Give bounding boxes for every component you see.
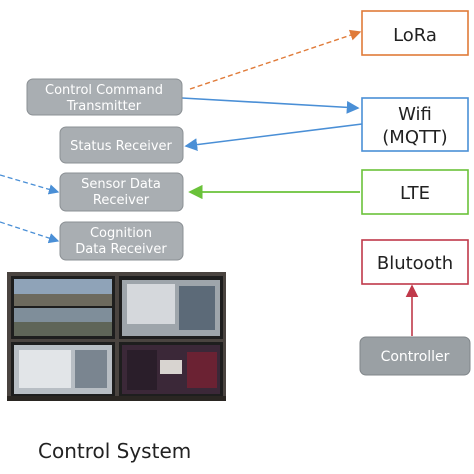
channel-bluetooth: Blutooth <box>361 239 469 285</box>
control-system-photo <box>7 272 226 401</box>
monitors-illustration <box>7 272 226 401</box>
channel-lte: LTE <box>361 169 469 215</box>
channel-wifi: Wifi (MQTT) <box>361 97 469 152</box>
bluetooth-label: Blutooth <box>377 253 453 274</box>
wifi-line1: Wifi <box>398 104 432 125</box>
arrow-control-to-lora <box>189 29 362 90</box>
control-command-line2: Transmitter <box>66 99 142 114</box>
sensor-data-line2: Receiver <box>93 193 150 208</box>
lte-label: LTE <box>400 183 430 204</box>
module-status-receiver: Status Receiver <box>59 126 184 164</box>
wifi-line2: (MQTT) <box>382 127 447 148</box>
channel-lora: LoRa <box>361 10 469 56</box>
module-control-command-transmitter: Control Command Transmitter <box>26 78 183 116</box>
module-cognition-data-receiver: Cognition Data Receiver <box>59 221 184 261</box>
lora-label: LoRa <box>393 25 437 46</box>
module-sensor-data-receiver: Sensor Data Receiver <box>59 172 184 212</box>
arrow-offscreen-to-cognition <box>0 221 60 244</box>
controller-label: Controller <box>381 349 450 365</box>
arrow-wifi-to-status <box>184 123 363 151</box>
arrow-control-to-wifi <box>181 97 360 114</box>
sensor-data-line1: Sensor Data <box>81 177 161 192</box>
arrow-offscreen-to-sensor <box>0 174 60 195</box>
status-receiver-label: Status Receiver <box>70 139 172 154</box>
control-system-caption: Control System <box>38 439 192 463</box>
cognition-line1: Cognition <box>90 226 152 241</box>
cognition-line2: Data Receiver <box>75 242 167 257</box>
control-command-line1: Control Command <box>45 83 163 98</box>
controller-box: Controller <box>359 336 471 376</box>
